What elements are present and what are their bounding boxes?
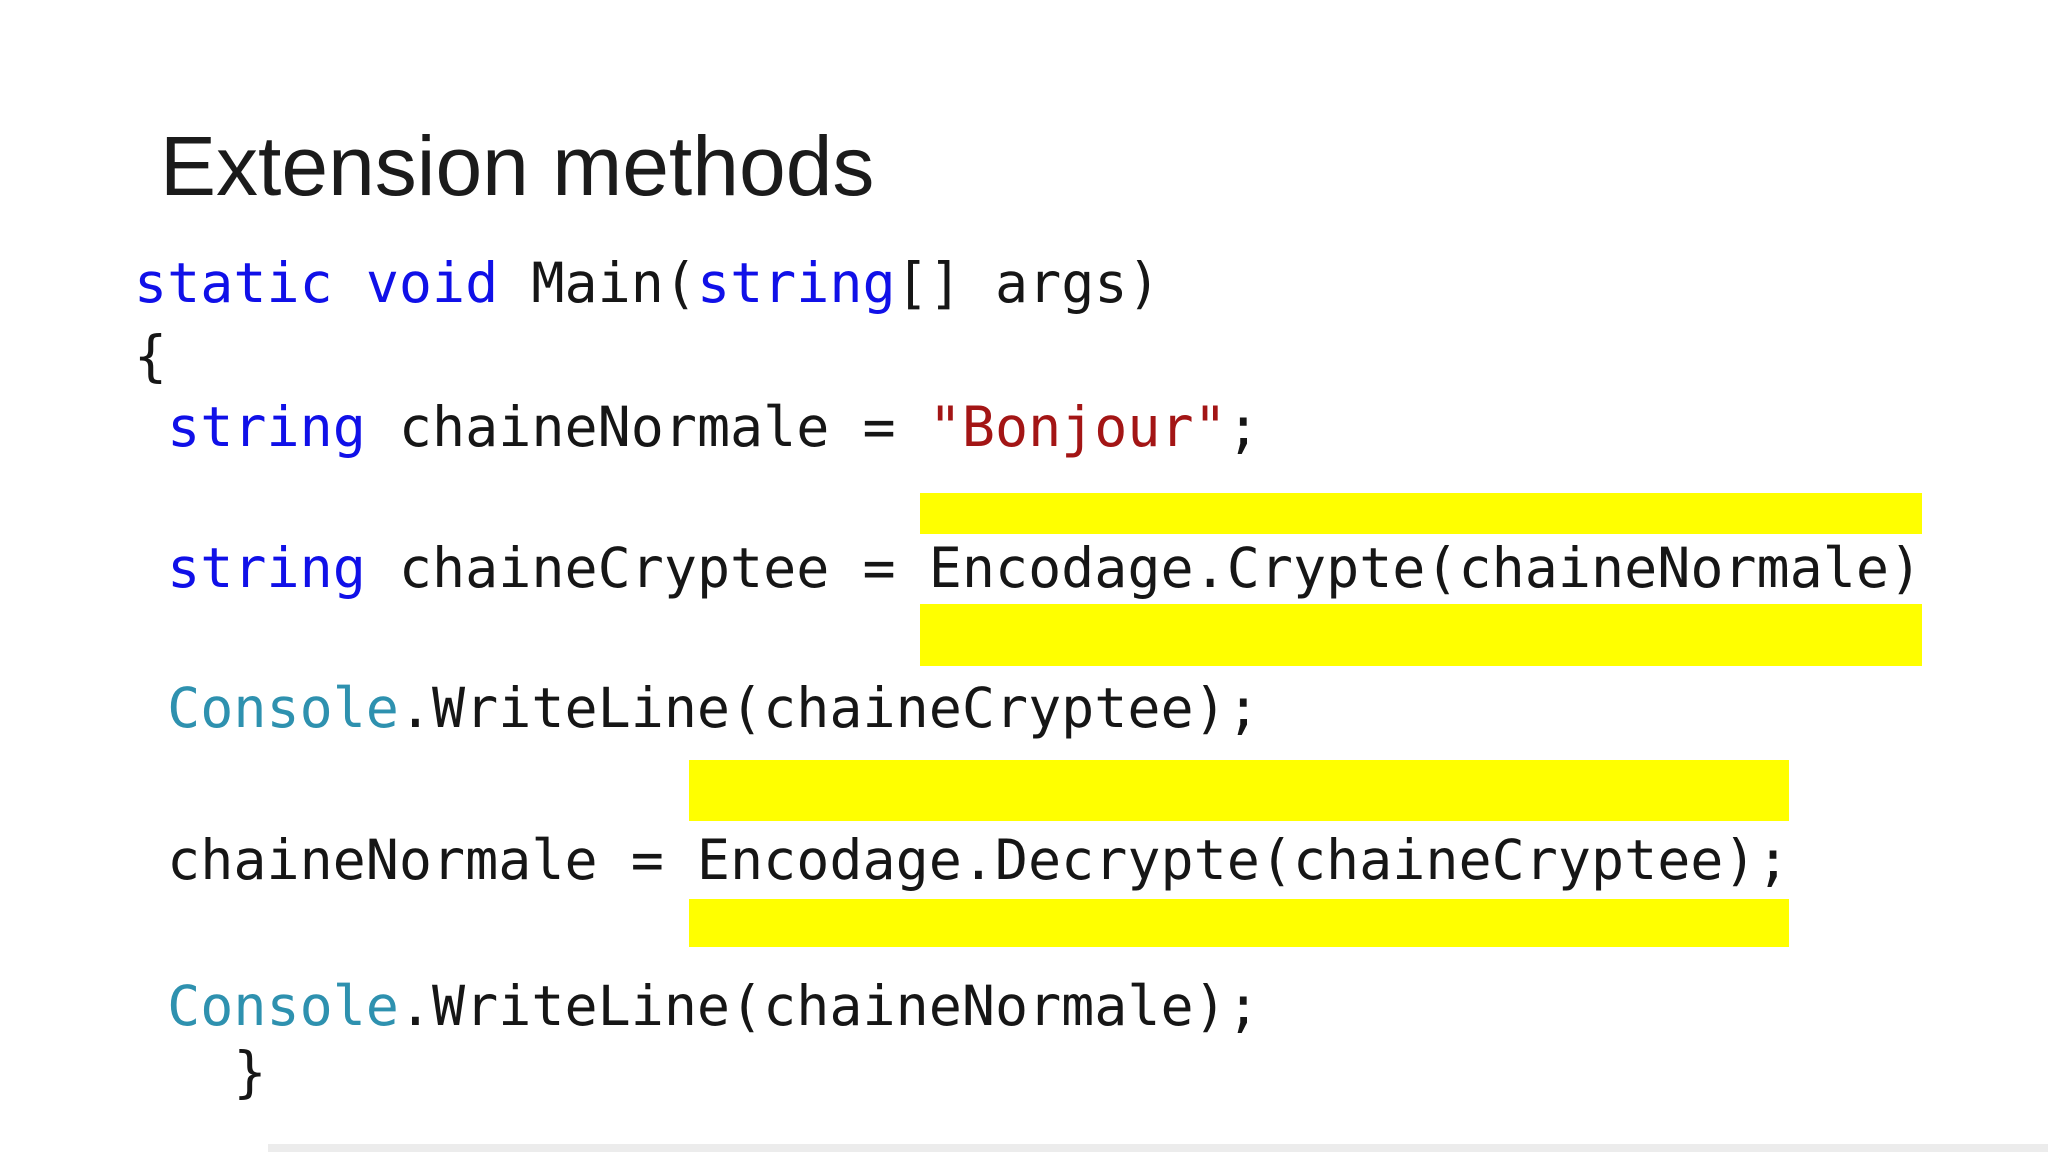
code-token: Console [167,974,399,1038]
code-line: chaineNormale = Encodage.Decrypte(chaine… [134,825,1790,895]
code-token: .WriteLine(chaineCryptee); [398,676,1260,740]
code-token: [] args) [895,251,1161,315]
code-token: string [167,395,366,459]
code-token: chaineNormale = Encodage.Decrypte(chaine… [134,828,1790,892]
code-token: .WriteLine(chaineNormale); [398,974,1260,1038]
code-token [333,251,366,315]
code-token: chaineCryptee = Encodage.Crypte(chaineNo… [365,536,1923,600]
code-token: static [134,251,333,315]
code-token: Main( [498,251,697,315]
code-line: string chaineNormale = "Bonjour"; [134,392,1260,462]
code-token: ; [1226,395,1260,459]
code-line: Console.WriteLine(chaineCryptee); [134,673,1260,743]
slide-title: Extension methods [160,119,875,213]
code-token: string [167,536,366,600]
highlight-bar [689,899,1789,947]
code-token [134,676,167,740]
code-token [134,536,167,600]
code-token: void [365,251,499,315]
highlight-bar [689,760,1789,821]
code-token: } [134,1040,267,1104]
code-line: string chaineCryptee = Encodage.Crypte(c… [134,533,1922,603]
code-token: Console [167,676,399,740]
code-token: "Bonjour" [928,395,1227,459]
code-token [134,395,167,459]
highlight-bar [920,604,1922,666]
code-line: Console.WriteLine(chaineNormale); [134,971,1260,1041]
code-line: } [134,1037,266,1107]
code-token [134,974,167,1038]
highlight-bar [920,493,1922,534]
code-token: string [696,251,896,315]
code-token: { [134,324,168,388]
code-line: { [134,321,167,391]
slide-bottom-edge [268,1144,2048,1152]
code-line: static void Main(string[] args) [134,248,1161,318]
code-token: chaineNormale = [365,395,929,459]
